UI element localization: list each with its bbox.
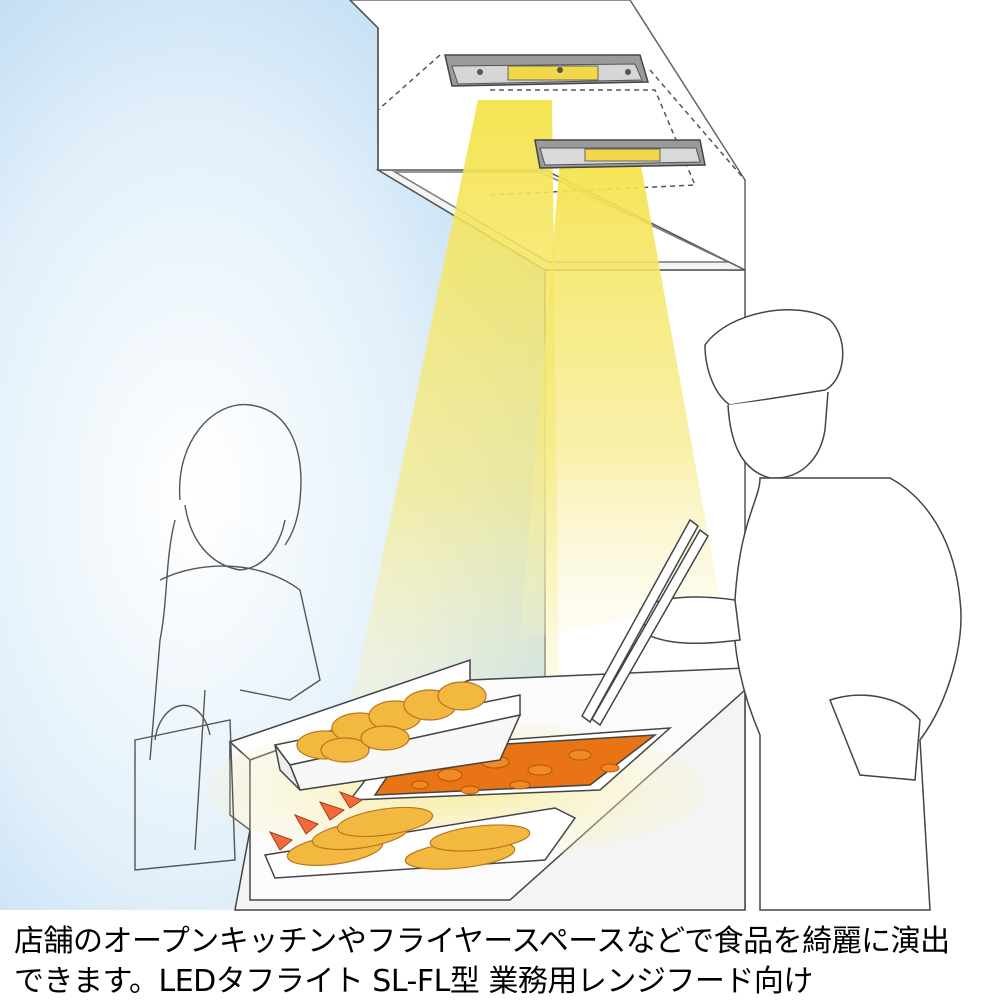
light-beam-right xyxy=(520,160,720,640)
chef-figure xyxy=(639,309,962,911)
light-beam-left xyxy=(340,100,560,760)
caption-line-2: できます。LEDタフライト SL-FL型 業務用レンジフード向け xyxy=(14,964,813,999)
led-light-fixture-icon-2 xyxy=(534,139,706,169)
led-light-fixture-icon xyxy=(444,54,649,87)
caption: 店舗のオープンキッチンやフライヤースペースなどで食品を綺麗に演出 できます。LE… xyxy=(14,922,994,1002)
shrimp-tails xyxy=(268,791,364,851)
customer-figure xyxy=(134,403,321,871)
fried-cutlets xyxy=(296,681,487,763)
caption-line-1: 店舗のオープンキッチンやフライヤースペースなどで食品を綺麗に演出 xyxy=(14,924,950,959)
chopsticks xyxy=(581,518,709,727)
tempura-shrimp-icon xyxy=(286,806,531,870)
